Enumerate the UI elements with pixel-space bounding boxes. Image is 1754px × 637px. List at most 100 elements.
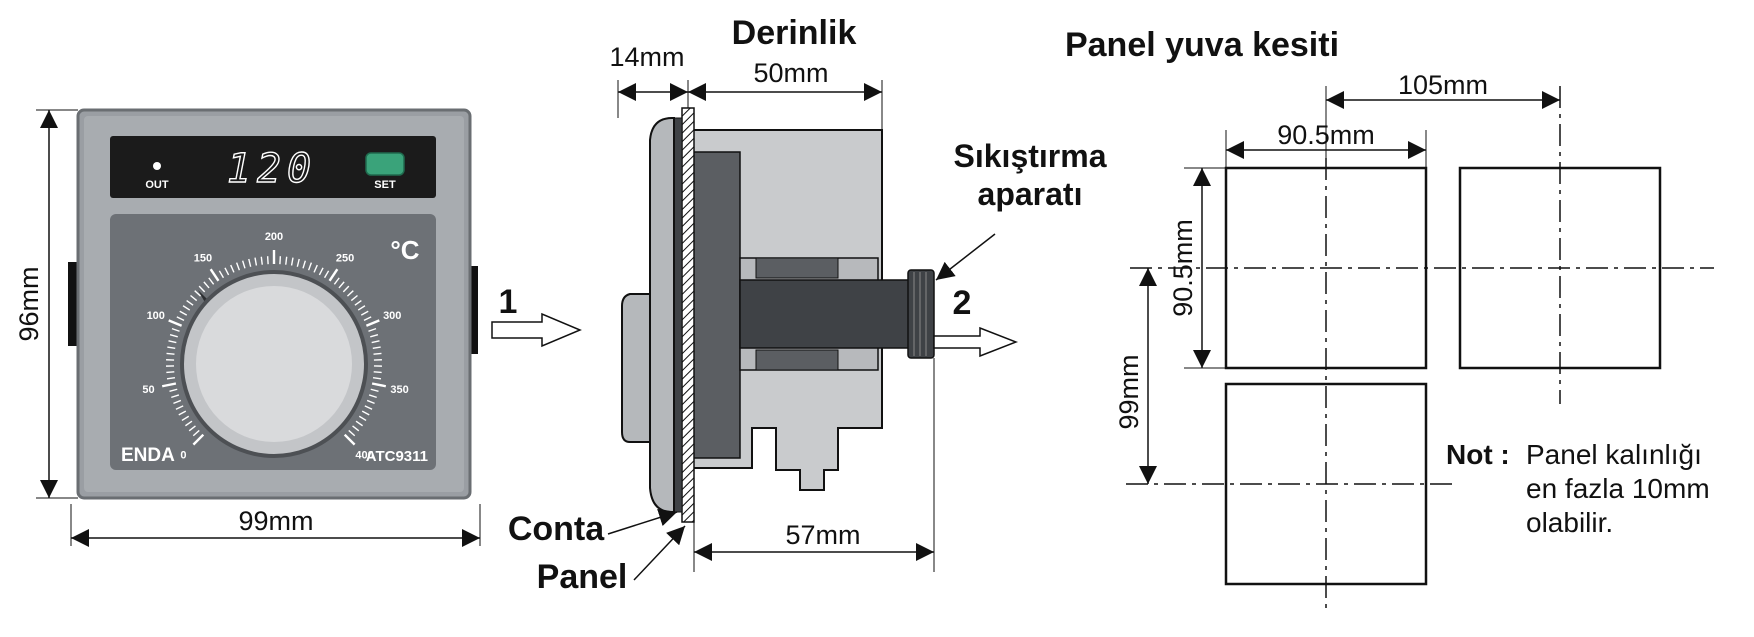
dial-tick <box>370 388 379 392</box>
insert-arrow-icon <box>491 312 582 348</box>
display-panel <box>110 136 436 198</box>
dial-tick <box>175 405 184 410</box>
dial-tick <box>364 405 373 410</box>
note-line-2: en fazla 10mm <box>1526 473 1710 504</box>
dial-tick <box>285 256 288 265</box>
inner-block <box>691 151 741 459</box>
dial-tick <box>166 352 175 355</box>
dial-tick <box>372 346 381 350</box>
dial-tick <box>254 257 258 266</box>
pitch-v-label: 99mm <box>1114 354 1144 429</box>
note-label: Not : <box>1446 439 1510 470</box>
gasket <box>673 117 683 513</box>
left-clamp-tab <box>68 262 78 346</box>
dial-tick <box>166 377 176 380</box>
dial-tick <box>173 399 182 405</box>
dial-tick <box>368 394 377 399</box>
dial-tick <box>361 410 370 416</box>
model-label: ATC9311 <box>366 448 428 465</box>
dial-tick <box>366 399 375 405</box>
dial-tick <box>224 267 230 276</box>
dial-tick <box>355 420 364 427</box>
dial-tick <box>188 425 196 432</box>
dial-tick <box>241 260 246 269</box>
dial-tick <box>333 277 340 285</box>
cut-w-label: 90.5mm <box>1277 120 1375 150</box>
dial-tick <box>371 382 387 388</box>
dial-tick <box>371 340 380 344</box>
depth-title: Derinlik <box>732 14 857 52</box>
dial-scale-label: 100 <box>147 310 165 322</box>
dial-tick <box>365 319 380 327</box>
unit-label: °C <box>390 235 419 265</box>
tighten-arrow-icon <box>933 326 1019 358</box>
dial-tick <box>194 290 202 297</box>
dial-tick <box>350 294 358 302</box>
dial-tick <box>169 388 178 392</box>
dial-scale-label: 50 <box>142 384 154 396</box>
center-lines <box>1126 86 1714 612</box>
knob-profile <box>621 293 651 443</box>
dial-tick <box>171 394 180 399</box>
dial-tick <box>181 415 190 422</box>
cut-h-label: 90.5mm <box>1168 219 1198 317</box>
dial-tick <box>230 264 235 273</box>
dial-scale-label: 150 <box>194 253 212 265</box>
dial-tick <box>368 327 377 332</box>
dial-tick <box>184 420 193 427</box>
dial-tick <box>363 316 372 321</box>
clamp-label-line2: aparatı <box>978 176 1083 212</box>
dial-tick <box>178 410 187 416</box>
cutout-view: Panel yuva kesiti 105mm 90.5mm 90.5mm 99… <box>1065 26 1714 612</box>
out-led <box>153 162 161 170</box>
dial-tick <box>313 264 318 273</box>
dial-tick <box>168 319 183 327</box>
dial-tick <box>360 310 369 316</box>
height-dim-label: 96mm <box>14 266 44 341</box>
dial-tick <box>182 305 191 311</box>
dial-tick <box>348 429 356 437</box>
dial-tick <box>358 415 367 422</box>
dial-scale-label: 350 <box>390 384 408 396</box>
dial-tick <box>203 281 210 289</box>
dial-scale-label: 400 <box>355 450 373 462</box>
dial-tick <box>343 433 356 446</box>
dial-tick <box>307 262 313 271</box>
brand-logo: ENDA <box>121 445 175 466</box>
dial-tick <box>328 268 339 282</box>
note-line-1: Panel kalınlığı <box>1526 439 1702 470</box>
dial-tick <box>372 377 382 380</box>
clamp-leader-line <box>935 233 996 281</box>
dial-tick <box>318 267 324 276</box>
panel-leader-line <box>633 525 686 581</box>
set-label: SET <box>374 179 396 191</box>
dial-tick <box>169 334 178 338</box>
dial-tick <box>260 256 263 265</box>
dial-scale-label: 250 <box>336 253 354 265</box>
set-button[interactable] <box>365 152 405 176</box>
dial-tick <box>342 285 350 293</box>
dial-tick <box>235 262 241 271</box>
dial-tick <box>198 285 206 293</box>
display-value: 120 <box>227 146 317 192</box>
side-view: Derinlik 14mm 50mm Sıkıştırma aparatı <box>508 14 1107 596</box>
dial-tick <box>167 346 176 350</box>
dial-tick <box>338 281 345 289</box>
panel-label: Panel <box>537 558 628 596</box>
dial-tick <box>192 433 205 446</box>
front-bezel <box>649 117 675 513</box>
clamp-nut[interactable] <box>907 269 935 359</box>
dial-tick <box>218 270 225 279</box>
dial-tick <box>161 382 177 388</box>
dial-tick <box>357 305 366 311</box>
dial-tick <box>168 340 177 344</box>
step-1-label: 1 <box>499 283 518 321</box>
note-line-3: olabilir. <box>1526 507 1613 538</box>
clamp-screw <box>739 279 911 349</box>
body-depth-label: 50mm <box>753 58 828 88</box>
pitch-h-label: 105mm <box>1398 70 1488 100</box>
dial-tick <box>176 316 185 321</box>
dial-tick <box>248 258 252 267</box>
gasket-leader-line <box>607 508 678 535</box>
